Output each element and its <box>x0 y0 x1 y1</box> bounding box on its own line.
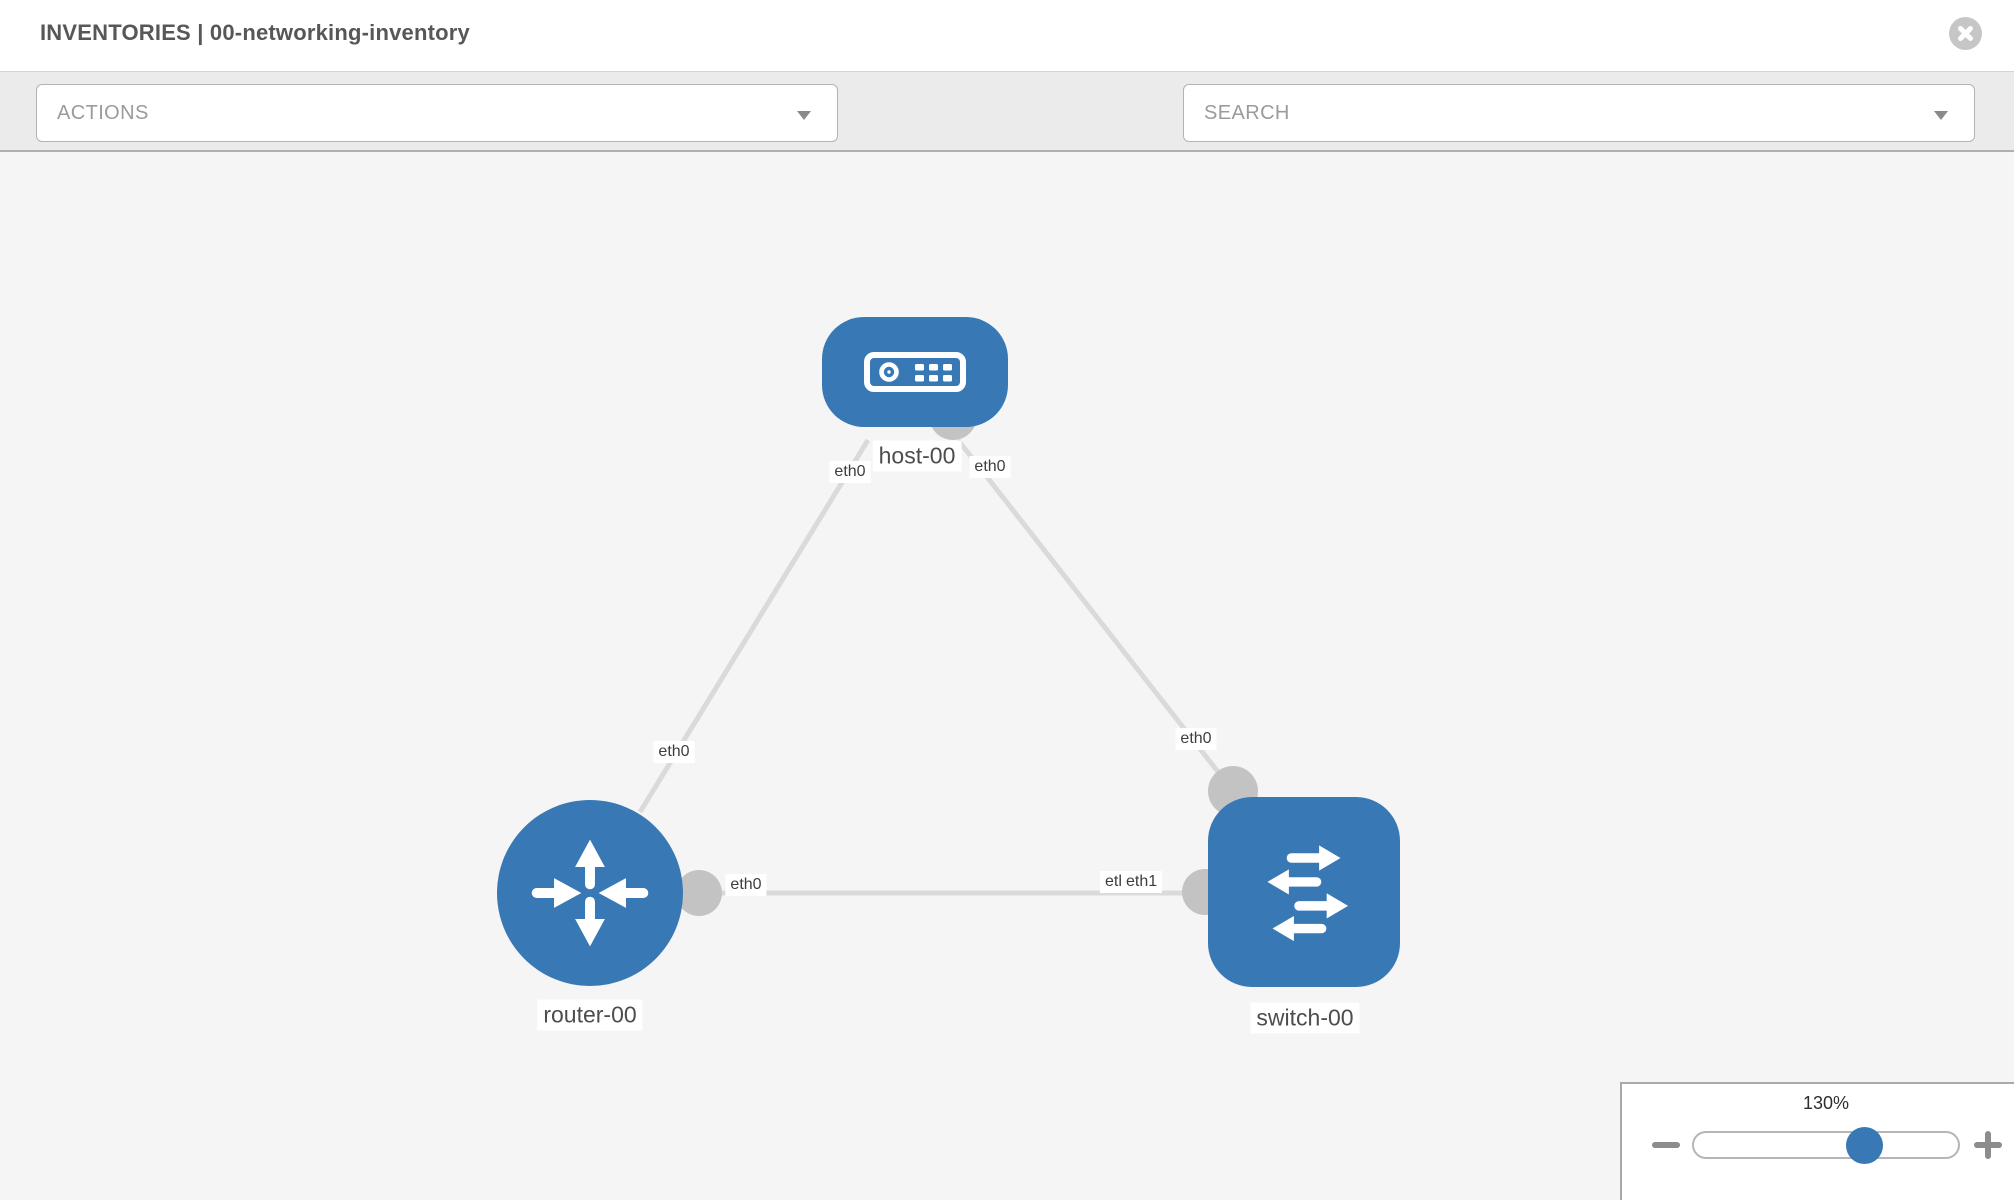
chevron-down-icon <box>1934 111 1948 120</box>
page-header: INVENTORIES | 00-networking-inventory <box>0 0 2014 72</box>
zoom-panel: 130% <box>1620 1082 2014 1200</box>
interface-label: eth0 <box>725 874 767 896</box>
node-label-router[interactable]: router-00 <box>537 999 643 1031</box>
zoom-slider-track[interactable] <box>1692 1131 1960 1159</box>
zoom-in-button[interactable] <box>1974 1131 2002 1159</box>
search-placeholder: SEARCH <box>1204 101 1290 124</box>
interface-label: eth1 <box>1121 871 1163 893</box>
zoom-level: 130% <box>1802 1093 1850 1113</box>
interface-label: eth0 <box>829 461 871 483</box>
actions-dropdown-label: ACTIONS <box>57 101 149 124</box>
node-label-host[interactable]: host-00 <box>872 440 962 472</box>
close-icon[interactable] <box>1949 17 1982 50</box>
interface-label: eth0 <box>653 741 695 763</box>
node-label-switch[interactable]: switch-00 <box>1250 1002 1360 1034</box>
toolbar: ACTIONS SEARCH <box>0 72 2014 208</box>
host-icon <box>864 352 966 392</box>
search-dropdown[interactable]: SEARCH <box>1183 84 1975 142</box>
page-title: INVENTORIES | 00-networking-inventory <box>40 20 470 45</box>
node-host-00[interactable] <box>822 317 1008 427</box>
chevron-down-icon <box>797 111 811 120</box>
port-router-eth[interactable] <box>676 870 722 916</box>
zoom-slider-thumb[interactable] <box>1846 1127 1883 1164</box>
router-icon <box>531 839 649 947</box>
interface-label: eth0 <box>1175 728 1217 750</box>
zoom-out-button[interactable] <box>1652 1142 1680 1148</box>
actions-dropdown[interactable]: ACTIONS <box>36 84 838 142</box>
node-switch-00[interactable] <box>1208 797 1400 987</box>
plus-icon <box>1985 1131 1991 1159</box>
topology-canvas[interactable]: host-00 router-00 switch-00 eth0 eth0 et… <box>0 152 2014 1200</box>
switch-icon <box>1267 845 1349 942</box>
interface-label: eth0 <box>969 456 1011 478</box>
node-router-00[interactable] <box>497 800 683 986</box>
topology-edges <box>637 392 1258 916</box>
